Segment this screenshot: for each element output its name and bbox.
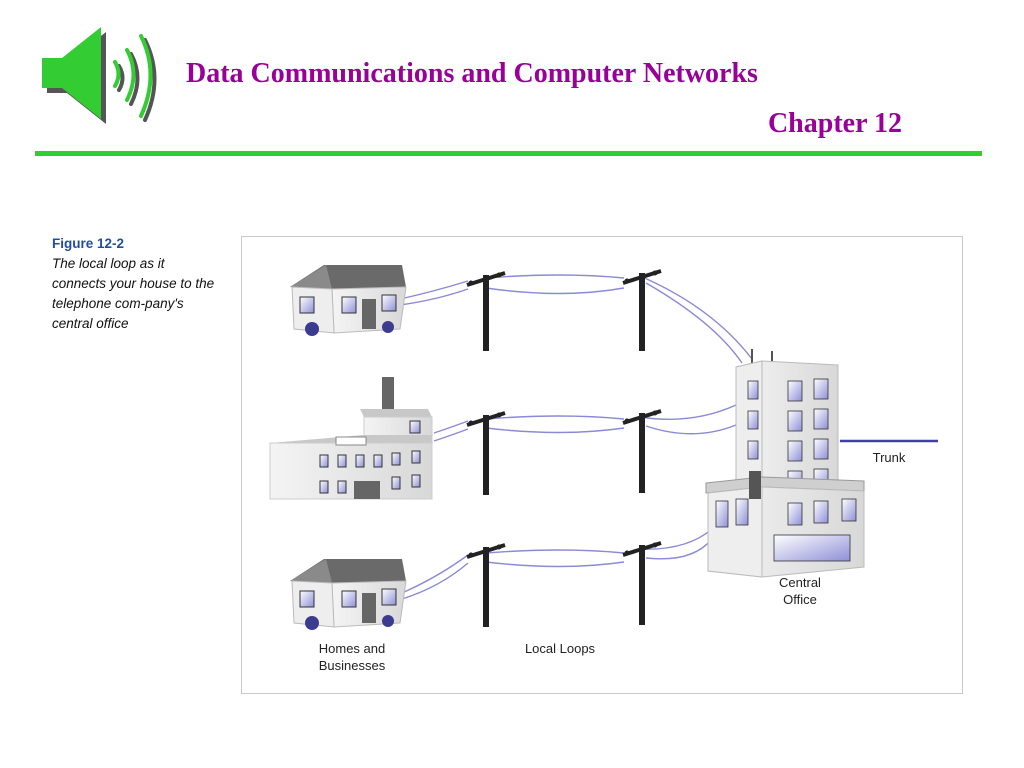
header-divider: [35, 151, 982, 156]
local-loops-label: Local Loops: [524, 641, 596, 656]
central-office-label: Central Office: [779, 575, 821, 607]
central-office-building-icon: [705, 349, 865, 578]
trunk-label: Trunk: [872, 450, 906, 465]
speaker-sound-icon[interactable]: [38, 22, 168, 134]
page-subtitle: Chapter 12: [767, 108, 902, 139]
homes-and-businesses-label: Homes and Businesses: [318, 641, 386, 673]
local-loop-diagram: Trunk Central Office Homes and Businesse…: [241, 236, 963, 694]
factory-icon: [269, 377, 433, 500]
page-title: Data Communications and Computer Network…: [186, 58, 758, 89]
figure-number: Figure 12-2: [52, 236, 125, 251]
telephone-poles: [466, 269, 662, 627]
house-icon: [290, 265, 407, 336]
house-icon: [290, 559, 407, 630]
figure-description: The local loop as it connects your house…: [52, 256, 215, 331]
local-loop-wires: [399, 274, 753, 600]
figure-caption: Figure 12-2 The local loop as it connect…: [52, 234, 232, 334]
